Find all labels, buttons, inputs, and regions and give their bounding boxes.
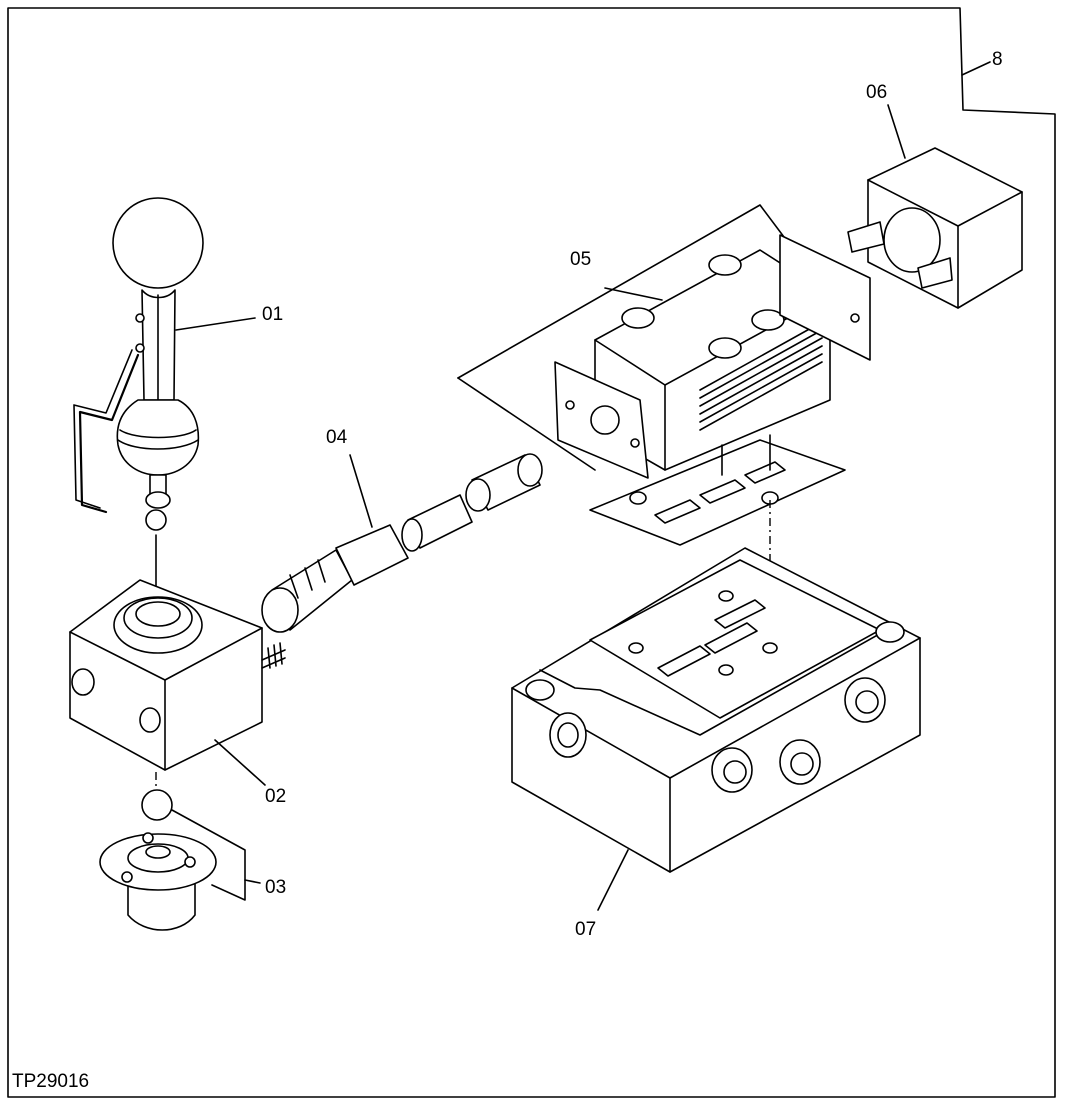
spool-part: [261, 453, 543, 633]
lever-part: [73, 197, 256, 531]
frame-border: [7, 7, 1056, 1098]
callout-frame: 8: [992, 49, 1003, 70]
lever-body-part: [69, 579, 286, 786]
frame-leader: [961, 61, 991, 76]
valve-body-part: [511, 547, 921, 911]
figure-id: TP29016: [12, 1071, 89, 1092]
callout-lever-body: 02: [265, 786, 286, 807]
callout-valve-body: 07: [575, 919, 596, 940]
ball-plate-part: [99, 789, 261, 931]
solenoid-part: [457, 204, 871, 546]
callout-lever: 01: [262, 304, 283, 325]
callout-spool: 04: [326, 427, 348, 448]
callout-solenoid: 05: [570, 249, 591, 270]
cap-block-part: [847, 104, 1023, 309]
callout-cap-block: 06: [866, 82, 887, 103]
callout-ball-plate: 03: [265, 877, 286, 898]
